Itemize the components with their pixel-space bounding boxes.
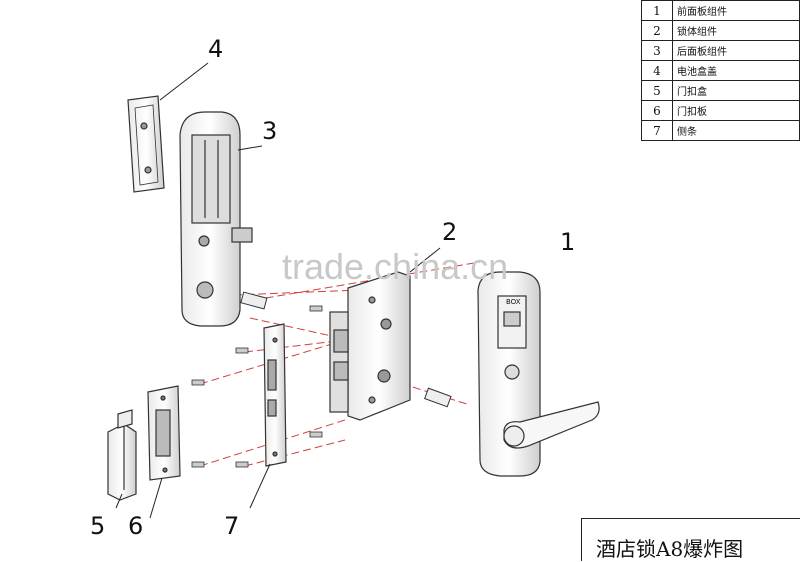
callout-2: 2 xyxy=(442,218,458,246)
connecting-pins xyxy=(240,291,452,408)
part-name: 后面板组件 xyxy=(672,40,800,61)
part-name: 侧条 xyxy=(672,120,800,141)
part-number: 1 xyxy=(641,0,673,21)
part-number: 5 xyxy=(641,80,673,101)
part-name: 前面板组件 xyxy=(672,0,800,21)
part-number: 2 xyxy=(641,20,673,41)
panel-tag: BOX xyxy=(506,298,521,306)
part-7-side-strip xyxy=(263,323,287,467)
part-name: 门扣盒 xyxy=(672,80,800,101)
callout-4: 4 xyxy=(208,35,224,63)
part-name: 锁体组件 xyxy=(672,20,800,41)
part-5-strike-box xyxy=(107,409,137,501)
part-number: 7 xyxy=(641,120,673,141)
diagram-title: 酒店锁A8爆炸图 xyxy=(596,537,744,561)
part-number: 3 xyxy=(641,40,673,61)
part-6-strike-plate xyxy=(147,385,181,481)
screws xyxy=(191,305,323,468)
callout-3: 3 xyxy=(262,117,278,145)
title-block: 酒店锁A8爆炸图 xyxy=(581,518,800,561)
callout-1: 1 xyxy=(560,228,576,256)
callout-6: 6 xyxy=(128,512,144,540)
part-1-front-panel xyxy=(477,271,600,477)
part-4-battery-cover xyxy=(127,95,165,193)
part-2-lock-body xyxy=(329,271,411,421)
watermark: trade.china.cn xyxy=(282,246,509,287)
part-number: 6 xyxy=(641,100,673,121)
part-3-back-panel xyxy=(179,111,253,327)
callout-5: 5 xyxy=(90,512,106,540)
callout-7: 7 xyxy=(224,512,240,540)
part-number: 4 xyxy=(641,60,673,81)
part-name: 电池盒盖 xyxy=(672,60,800,81)
part-name: 门扣板 xyxy=(672,100,800,121)
leader-lines xyxy=(115,62,441,519)
